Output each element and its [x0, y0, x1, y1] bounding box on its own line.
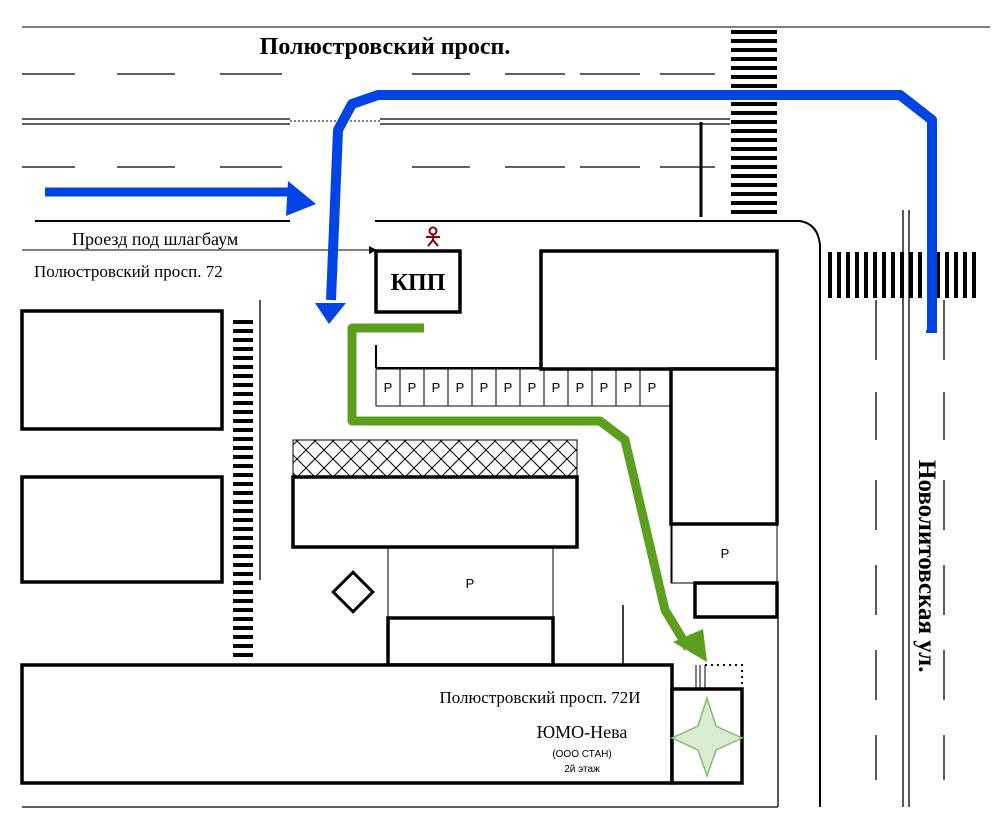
parking-label: P — [504, 380, 513, 395]
parking-label: P — [466, 576, 475, 591]
building-central — [291, 475, 579, 549]
hatched-canopy — [292, 439, 578, 477]
buildings — [20, 249, 779, 785]
car-route — [326, 90, 937, 333]
checkpoint-label: КПП — [391, 270, 446, 296]
barrier-passage-label: Проезд под шлагбаум — [72, 229, 238, 249]
person-icon — [426, 226, 440, 247]
building-left-lower — [20, 475, 224, 584]
street-label-novolitovskaya: Новолитовская ул. — [913, 460, 940, 672]
street-label-polyustrovsky: Полюстровский просп. — [260, 34, 511, 60]
building-left-upper — [20, 309, 224, 431]
company-legal-name: (ООО СТАН) — [552, 749, 611, 760]
car-route-arrowhead — [315, 303, 346, 324]
floor-label: 2й этаж — [564, 764, 600, 775]
parking-label: P — [480, 380, 489, 395]
parking-label: P — [576, 380, 585, 395]
parking-label: P — [624, 380, 633, 395]
car-arrow-approach — [45, 181, 316, 216]
parking-label: P — [456, 380, 465, 395]
pedestrian-route — [347, 323, 692, 651]
company-name: ЮМО-Нева — [537, 722, 628, 742]
parking-label: P — [432, 380, 441, 395]
building-east-small — [693, 581, 779, 619]
parking-label: P — [648, 380, 657, 395]
address-72-label: Полюстровский просп. 72 — [34, 262, 223, 281]
parking-dividers — [399, 369, 641, 406]
pedestrian-route-arrowhead — [673, 629, 707, 662]
crosswalk-left — [233, 320, 253, 657]
passage-arrowhead — [369, 246, 377, 254]
site-lines — [22, 246, 779, 808]
crosswalk-right — [828, 252, 976, 298]
light-outlines — [375, 368, 778, 584]
address-72i-label: Полюстровский просп. 72И — [439, 688, 640, 707]
entrance-door — [695, 664, 743, 689]
polyustrovsky-road — [22, 26, 990, 807]
building-south-small — [386, 616, 555, 667]
building-east — [669, 367, 779, 526]
building-north-east — [539, 249, 779, 371]
parking-label: P — [721, 546, 730, 561]
diamond-marker — [331, 570, 375, 614]
parking-label: P — [552, 380, 561, 395]
entrance-star-icon — [670, 695, 744, 779]
parking-label: P — [528, 380, 537, 395]
crosswalk-top — [731, 30, 777, 214]
parking-label: P — [600, 380, 609, 395]
checkpoint-building — [374, 249, 462, 314]
parking-label: P — [408, 380, 417, 395]
novolitovskaya-road — [875, 210, 945, 807]
parking-label: P — [384, 380, 393, 395]
